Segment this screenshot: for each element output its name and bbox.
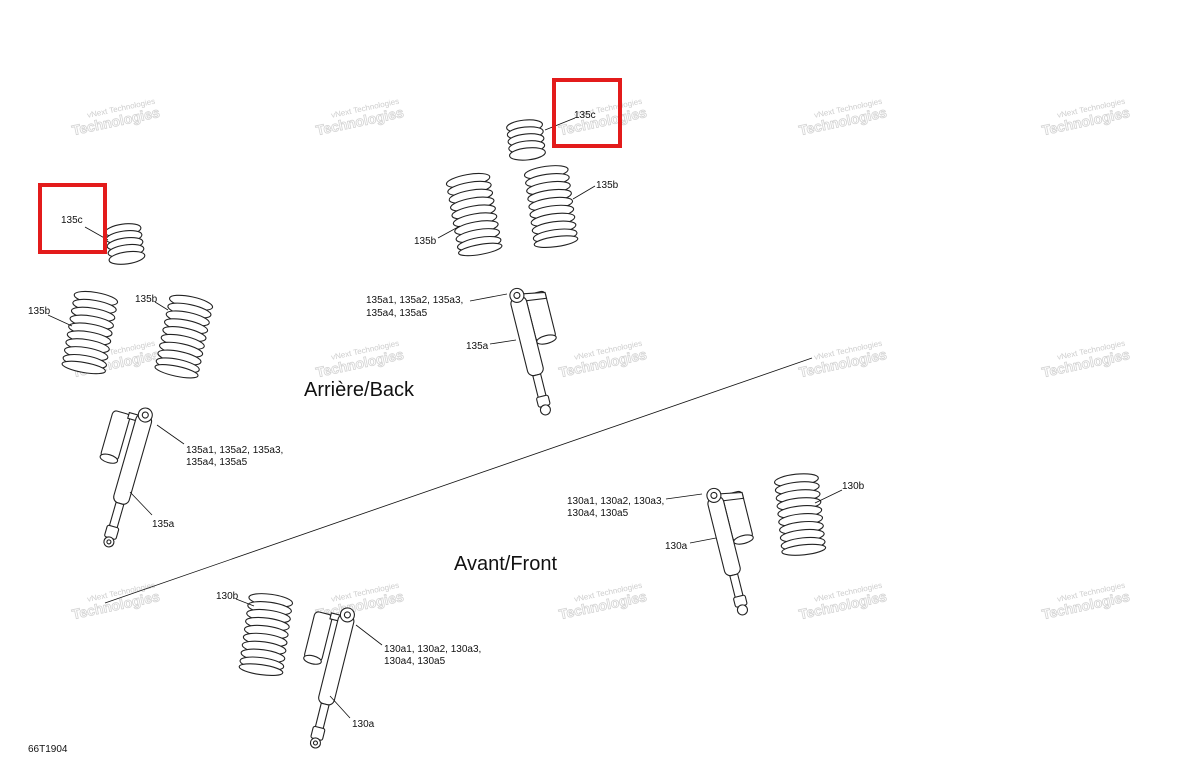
shock-135a-center[interactable]	[507, 282, 573, 417]
section-title-front: Avant/Front	[454, 553, 557, 575]
shock-130a-bottom[interactable]	[282, 599, 358, 751]
label-135a-center: 135a	[466, 341, 489, 352]
label-135a-left: 135a	[152, 519, 175, 530]
label-kit130-right-line1: 130a1, 130a2, 130a3,	[567, 496, 664, 507]
shock-130a-right[interactable]	[704, 482, 770, 617]
label-135b-left-b: 135b	[135, 294, 158, 305]
highlight-box-135c-left	[38, 183, 107, 254]
label-kit135-left-line2: 135a4, 135a5	[186, 457, 248, 468]
section-divider	[104, 357, 813, 604]
spring-135c-left[interactable]	[103, 221, 147, 267]
highlight-box-135c-top	[552, 78, 622, 148]
diagram-code: 66T1904	[28, 744, 68, 755]
spring-135b-top-b[interactable]	[522, 162, 581, 251]
spring-135c-top[interactable]	[505, 117, 547, 163]
watermark-layer	[69, 96, 1132, 623]
label-135b-top-b: 135b	[596, 180, 619, 191]
label-kit135-left-line1: 135a1, 135a2, 135a3,	[186, 445, 283, 456]
label-130a-right: 130a	[665, 541, 688, 552]
label-130a-bottom: 130a	[352, 719, 375, 730]
label-130b-bottom: 130b	[216, 591, 239, 602]
label-135b-left-a: 135b	[28, 306, 51, 317]
section-title-back: Arrière/Back	[304, 379, 415, 401]
label-kit130-bottom-line1: 130a1, 130a2, 130a3,	[384, 644, 481, 655]
label-135b-top-a: 135b	[414, 236, 437, 247]
label-kit130-bottom-line2: 130a4, 130a5	[384, 656, 446, 667]
spring-135b-left-b[interactable]	[152, 291, 216, 382]
label-kit135-center-line1: 135a1, 135a2, 135a3,	[366, 295, 463, 306]
label-kit135-center-line2: 135a4, 135a5	[366, 308, 428, 319]
spring-130b-bottom[interactable]	[236, 590, 295, 679]
label-kit130-right-line2: 130a4, 130a5	[567, 508, 629, 519]
shock-135a-left[interactable]	[76, 398, 156, 550]
label-130b-right: 130b	[842, 481, 865, 492]
label-135c-left: 135c	[61, 215, 83, 226]
spring-135b-top-a[interactable]	[443, 170, 505, 259]
spring-130b-right[interactable]	[772, 471, 828, 558]
label-135c-top: 135c	[574, 110, 596, 121]
